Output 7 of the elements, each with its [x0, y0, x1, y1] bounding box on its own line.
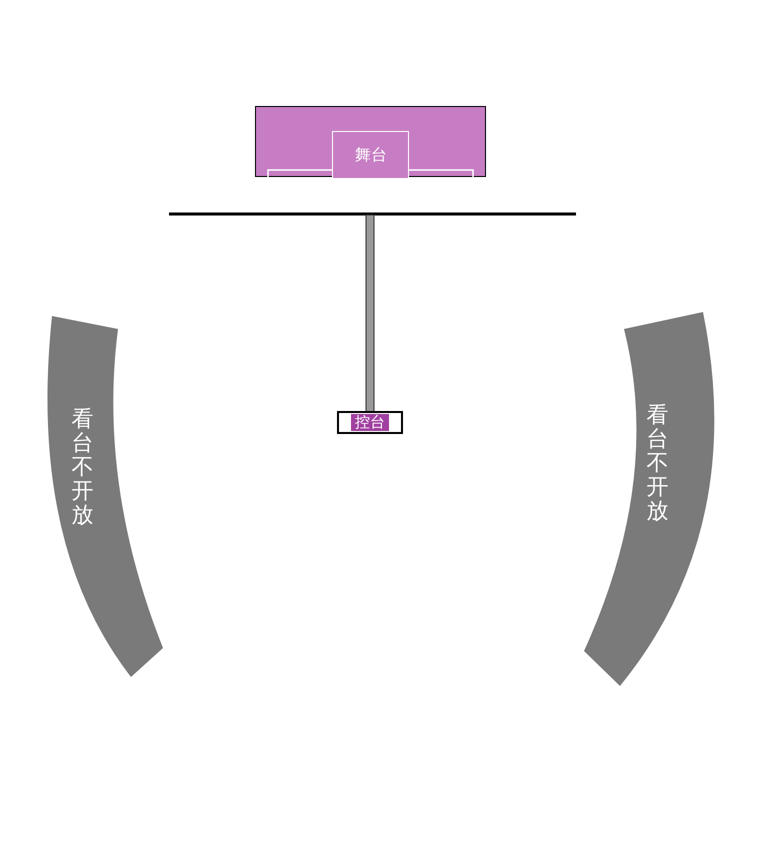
stage-area	[255, 106, 486, 177]
closed-stand-label: 看台不开放	[646, 404, 669, 524]
closed-stand-label: 看台不开放	[71, 408, 94, 528]
control-label: 控台	[351, 414, 389, 431]
control-booth	[337, 411, 403, 434]
stage-box	[332, 131, 409, 178]
stage-label: 舞台	[355, 147, 387, 163]
